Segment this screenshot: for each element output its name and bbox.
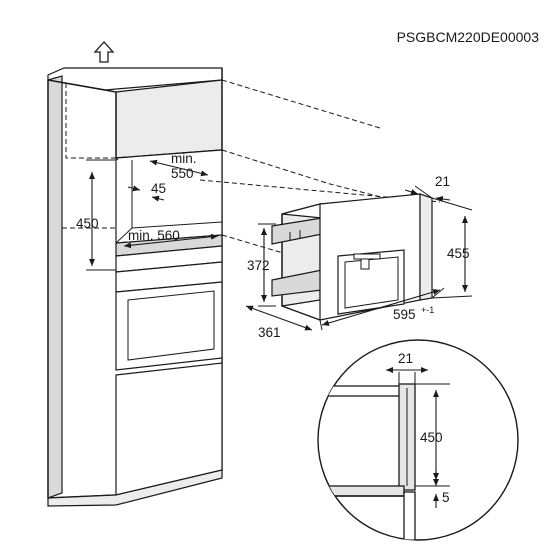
depth-min-label: min. <box>171 151 197 166</box>
appliance-width-label: 595 <box>393 307 416 322</box>
detail-height-label: 450 <box>420 430 443 445</box>
appliance-depth-label: 361 <box>258 325 281 340</box>
appliance-dimensions: 455 372 595 +-1 361 21 <box>245 174 473 340</box>
up-arrow-icon <box>93 41 115 63</box>
detail-gap-label: 5 <box>442 490 450 505</box>
detail-view: 21 450 5 <box>317 339 519 541</box>
document-code: PSGBCM220DE00003 <box>397 29 540 45</box>
depth-min-value: 550 <box>171 166 194 181</box>
width-tolerance-label: +-1 <box>421 305 434 315</box>
offset-label: 45 <box>151 181 166 196</box>
body-height-label: 372 <box>247 258 270 273</box>
appliance-height-label: 455 <box>447 246 470 261</box>
coffee-machine <box>271 193 433 321</box>
detail-frame-label: 21 <box>398 351 413 366</box>
frame-depth-label: 21 <box>435 174 450 189</box>
tall-cabinet <box>47 67 441 507</box>
width-min-label: min. 560 <box>128 228 180 243</box>
cabinet-dimensions: 450 min. 550 45 min. 560 <box>76 151 219 271</box>
cabinet-height-label: 450 <box>76 216 99 231</box>
